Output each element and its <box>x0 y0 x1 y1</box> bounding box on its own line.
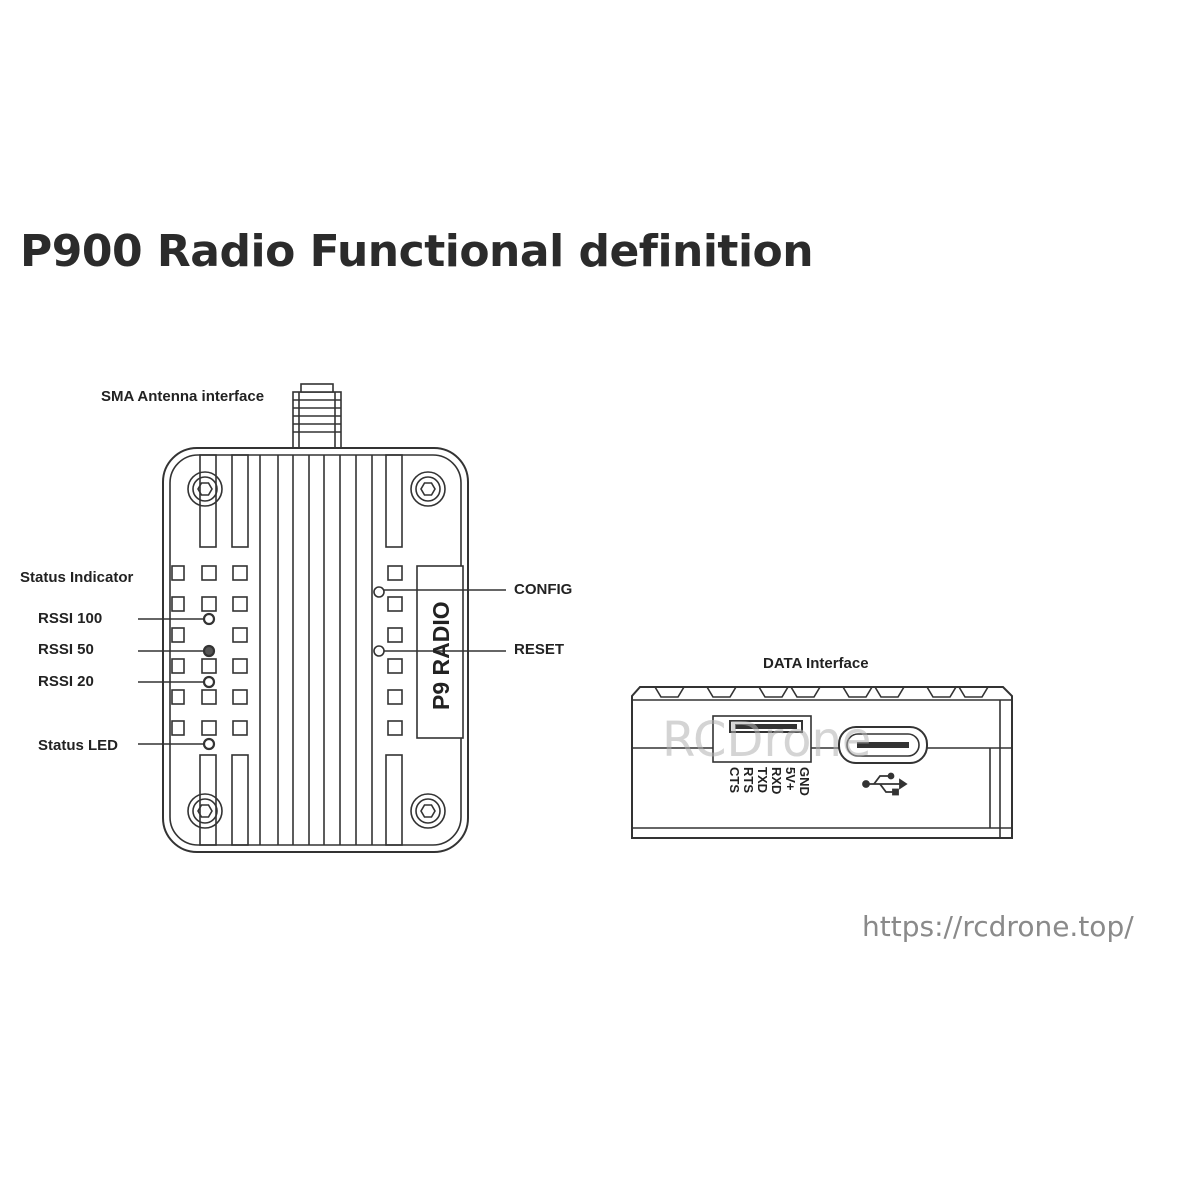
rssi-20-led <box>202 675 216 689</box>
screw-bottom-right <box>410 793 446 829</box>
pin-label: RXD <box>769 767 784 794</box>
reset-button <box>373 645 385 657</box>
rssi-50-label: RSSI 50 <box>38 641 94 658</box>
radio-body-front <box>162 447 469 853</box>
status-indicator-label: Status Indicator <box>20 569 134 586</box>
data-port-connector <box>712 715 812 763</box>
antenna-label: SMA Antenna interface <box>101 388 265 405</box>
config-label: CONFIG <box>514 581 573 598</box>
usb-icon <box>862 772 908 796</box>
pin-label: CTS <box>727 767 742 793</box>
rssi-20-label: RSSI 20 <box>38 673 94 690</box>
pin-label: TXD <box>755 767 770 793</box>
status-led-label: Status LED <box>38 737 119 754</box>
watermark: RCDrone <box>662 712 871 768</box>
device-label: P9 RADIO <box>428 601 454 710</box>
pin-label: 5V+ <box>783 767 798 791</box>
screw-top-right <box>410 471 446 507</box>
rssi-100-led <box>202 612 216 626</box>
screw-bottom-left <box>187 793 223 829</box>
config-button <box>373 586 385 598</box>
url-text: https://rcdrone.top/ <box>862 910 1134 943</box>
rssi-50-led <box>202 644 216 658</box>
usb-port <box>838 726 928 764</box>
status-led <box>202 737 216 751</box>
sma-antenna-connector <box>292 383 342 455</box>
screw-top-left <box>187 471 223 507</box>
rssi-100-label: RSSI 100 <box>38 610 103 627</box>
pin-label: RTS <box>741 767 756 793</box>
reset-label: RESET <box>514 641 565 658</box>
data-interface-label: DATA Interface <box>763 655 869 672</box>
pin-label: GND <box>797 767 812 796</box>
page-title: P900 Radio Functional definition <box>20 226 814 277</box>
